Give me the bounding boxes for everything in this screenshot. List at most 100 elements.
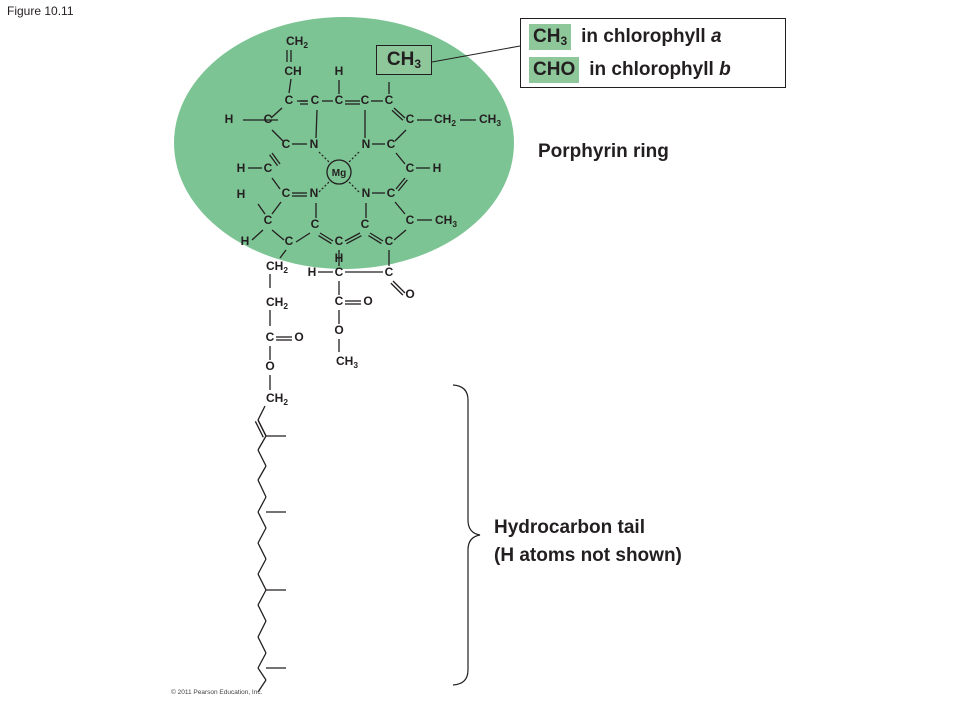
legend-row-b-variant: b bbox=[719, 59, 731, 80]
tail-bond bbox=[257, 449, 267, 467]
legend-row-chlorophyll-b: CHO in chlorophyll b bbox=[529, 57, 731, 83]
bridge-h: H bbox=[433, 161, 442, 175]
h3c-label: H bbox=[225, 112, 234, 126]
ring-c: C bbox=[285, 93, 294, 107]
tail-bond bbox=[257, 589, 267, 606]
ring-n: N bbox=[310, 137, 319, 151]
tail-bond bbox=[257, 496, 267, 513]
coordination-bond bbox=[318, 151, 331, 164]
double-bond bbox=[395, 177, 406, 190]
bridge-h: H bbox=[335, 64, 344, 78]
tail-bond bbox=[257, 604, 267, 622]
bond bbox=[271, 229, 285, 241]
bond bbox=[279, 249, 287, 259]
double-bond bbox=[397, 179, 408, 192]
bond bbox=[394, 129, 407, 142]
cho-chip: CHO bbox=[529, 57, 580, 83]
tail-bond bbox=[257, 405, 266, 421]
coordination-bond bbox=[347, 151, 360, 164]
ester-c: C bbox=[266, 330, 275, 344]
ester-c: C bbox=[335, 294, 344, 308]
legend-row-a-text: in chlorophyll a bbox=[581, 26, 721, 48]
tail-bond bbox=[257, 511, 267, 529]
coordination-bond bbox=[318, 180, 331, 193]
bond bbox=[394, 201, 406, 215]
copyright-notice: © 2011 Pearson Education, Inc. bbox=[171, 689, 263, 696]
tail-double-bond bbox=[254, 421, 264, 438]
legend-row-b-phrase: in chlorophyll bbox=[589, 59, 720, 80]
legend-row-a-variant: a bbox=[710, 26, 722, 47]
double-bond bbox=[369, 232, 384, 242]
highlighted-methyl-group: CH3 bbox=[376, 45, 432, 75]
double-bond bbox=[393, 107, 406, 119]
bond bbox=[271, 201, 282, 215]
ring-c: C bbox=[406, 112, 415, 126]
bond bbox=[393, 229, 407, 241]
tail-bond bbox=[257, 435, 267, 451]
ring-c: C bbox=[387, 186, 396, 200]
ring-c: C bbox=[385, 265, 394, 279]
double-bond bbox=[391, 109, 404, 121]
mg-circle bbox=[326, 159, 352, 185]
vinyl-ch-label: CH bbox=[284, 64, 301, 78]
bond-lines bbox=[243, 50, 476, 693]
ch3-chip-sub: 3 bbox=[560, 34, 568, 48]
tail-bond bbox=[257, 620, 267, 638]
magnesium-label: Mg bbox=[332, 168, 346, 179]
tail-double-bond bbox=[257, 419, 267, 437]
double-bond bbox=[390, 282, 404, 296]
ring-c: C bbox=[264, 112, 273, 126]
ethyl-ch2-label: CH2 bbox=[434, 112, 456, 128]
h3c-label: H bbox=[237, 187, 246, 201]
double-bond bbox=[344, 232, 361, 242]
tail-bond bbox=[257, 465, 267, 481]
bond bbox=[295, 232, 311, 243]
ring-h: H bbox=[308, 265, 317, 279]
bond bbox=[271, 177, 281, 190]
double-bond bbox=[271, 152, 281, 165]
chain-ch2-label: CH2 bbox=[266, 295, 288, 311]
ring-c: C bbox=[311, 217, 320, 231]
bond bbox=[315, 109, 318, 139]
ring-n: N bbox=[362, 186, 371, 200]
double-bond bbox=[319, 232, 334, 242]
double-bond bbox=[318, 235, 332, 245]
ring-c: C bbox=[264, 213, 273, 227]
legend-row-b-text: in chlorophyll b bbox=[589, 59, 730, 81]
bridge-c: C bbox=[406, 161, 415, 175]
ring-n: N bbox=[362, 137, 371, 151]
ring-n: N bbox=[310, 186, 319, 200]
bond bbox=[395, 152, 406, 165]
tail-bracket bbox=[452, 384, 481, 686]
tail-bond bbox=[257, 527, 267, 544]
ch3-chip-text: CH bbox=[533, 26, 561, 47]
chain-ch2-label: CH2 bbox=[266, 259, 288, 275]
ring-c: C bbox=[285, 234, 294, 248]
tail-bond bbox=[257, 636, 267, 654]
bond bbox=[257, 203, 266, 215]
oxygen-label: O bbox=[363, 294, 372, 308]
double-bond bbox=[392, 280, 406, 294]
tail-bond bbox=[257, 573, 267, 591]
porphyrin-ring-label: Porphyrin ring bbox=[538, 141, 669, 162]
highlight-sub: 3 bbox=[414, 57, 422, 71]
ring-c: C bbox=[406, 213, 415, 227]
double-bond bbox=[368, 235, 382, 245]
ring-c: C bbox=[335, 265, 344, 279]
methoxy-ch3-label: CH3 bbox=[336, 354, 358, 370]
ring-c: C bbox=[282, 137, 291, 151]
bond bbox=[270, 107, 283, 119]
tail-bond bbox=[257, 479, 267, 498]
bond bbox=[271, 129, 284, 142]
ring-c: C bbox=[311, 93, 320, 107]
tail-bond bbox=[257, 667, 267, 681]
ring-c: C bbox=[361, 217, 370, 231]
ring-c: C bbox=[387, 137, 396, 151]
tail-bond bbox=[257, 652, 267, 669]
porphyrin-ring-region bbox=[174, 17, 514, 269]
ring-c: C bbox=[361, 93, 370, 107]
bridge-h: H bbox=[237, 161, 246, 175]
bond bbox=[251, 229, 264, 241]
double-bond bbox=[346, 235, 362, 245]
